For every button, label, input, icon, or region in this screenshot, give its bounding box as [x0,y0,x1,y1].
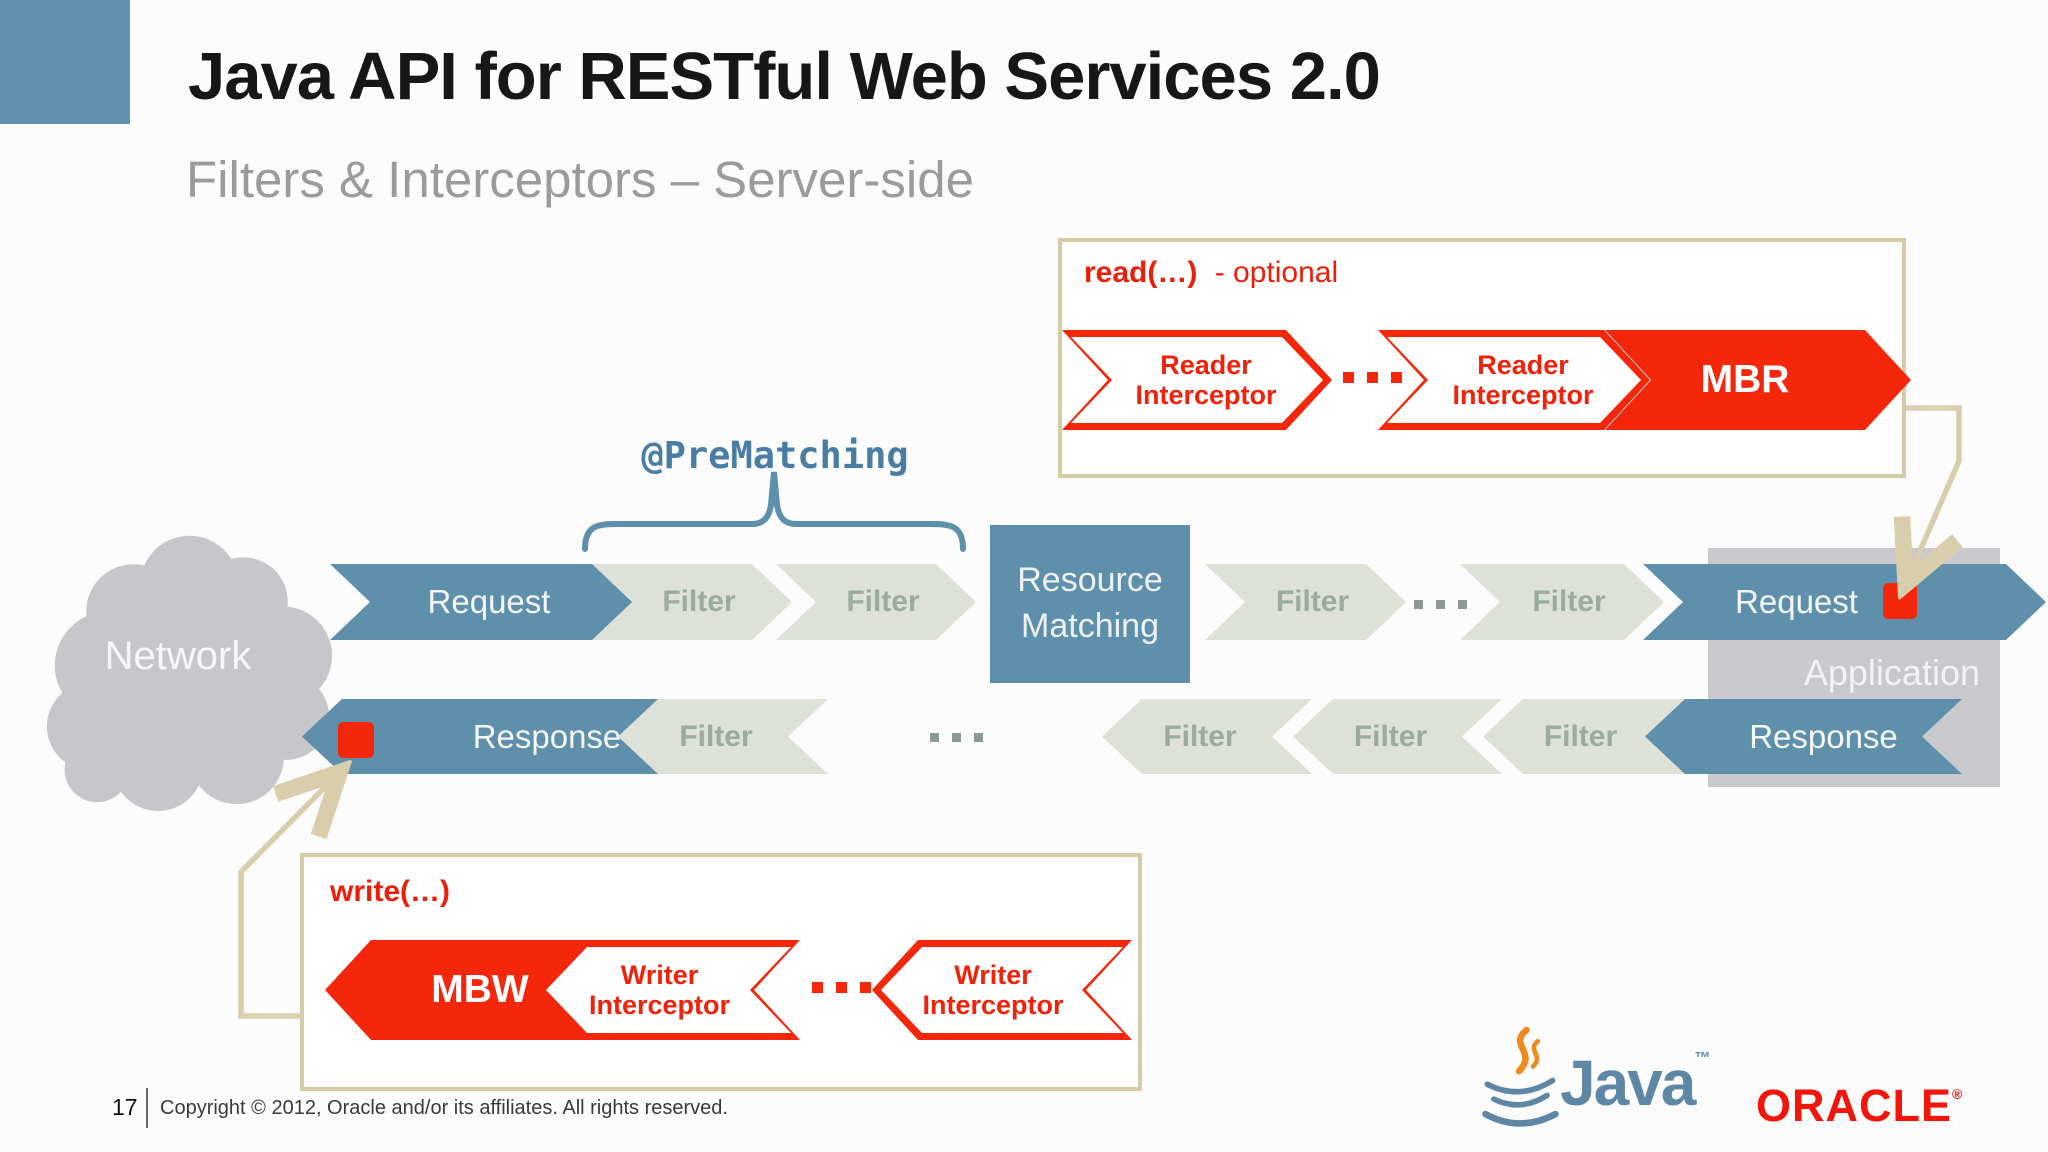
filter-label: Filter [1353,719,1428,753]
resource-matching-box: Resource Matching [990,525,1190,683]
ellipsis-icon [1343,372,1402,383]
slide-subtitle: Filters & Interceptors – Server-side [186,151,974,208]
filter-arrow: Filter [1102,699,1312,774]
filter-label: Filter [1532,585,1606,618]
network-label: Network [104,634,252,678]
mbr-label: MBR [1700,358,1790,401]
slide-title: Java API for RESTful Web Services 2.0 [188,39,1381,114]
reader-interceptor-line1: Reader [1477,349,1569,380]
filter-arrow: Filter [776,564,976,640]
copyright-text: Copyright © 2012, Oracle and/or its affi… [160,1097,728,1119]
filter-arrow: Filter [618,699,828,774]
prematching-brace [582,471,966,552]
read-callout-title: read(…) - optional [1084,256,1338,290]
mbw-label: MBW [431,968,529,1011]
prematching-label: @PreMatching [641,434,909,477]
filter-label: Filter [662,585,736,618]
filter-arrow: Filter [1460,564,1664,640]
ellipsis-icon [1414,600,1467,609]
java-trademark: ™ [1694,1050,1711,1067]
oracle-logo-text: ORACLE [1756,1080,1952,1131]
ellipsis-icon [930,733,983,742]
footer-divider [146,1088,148,1128]
request-arrow-incoming: Request [330,564,634,640]
java-wordmark: Java™ [1560,1046,1710,1120]
writer-interceptor-arrow: Writer Interceptor [537,940,800,1040]
writer-interceptor-line1: Writer [620,959,699,990]
response-entity-marker [338,722,374,758]
writer-interceptor-line2: Interceptor [588,990,731,1020]
reader-interceptor-arrow: Reader Interceptor [1062,330,1332,430]
writer-interceptor-line1: Writer [954,959,1032,990]
accent-square [0,0,130,124]
reader-interceptor-line2: Interceptor [1452,380,1594,410]
filter-label: Filter [679,719,753,753]
read-method-label: read(…) [1084,256,1198,289]
write-callout-title: write(…) [330,875,450,909]
filter-arrow: Filter [1205,564,1406,640]
write-method-label: write(…) [330,875,450,908]
filter-label: Filter [846,585,920,618]
java-wordmark-text: Java [1560,1047,1696,1119]
response-label: Response [1749,717,1898,755]
response-arrow-from-application: Response [1645,699,1962,774]
request-arrow-to-application: Request [1643,564,2046,640]
ellipsis-icon [812,982,871,993]
reader-interceptor-line2: Interceptor [1135,380,1277,410]
java-logo-icon [1482,1026,1559,1127]
filter-label: Filter [1163,719,1237,753]
response-label: Response [472,717,622,755]
reader-interceptor-line1: Reader [1160,349,1252,380]
filter-label: Filter [1543,719,1618,753]
page-number: 17 [112,1094,138,1120]
oracle-registered-mark: ® [1952,1086,1964,1102]
network-cloud-icon [46,535,333,812]
writer-interceptor-line2: Interceptor [922,990,1064,1020]
resource-matching-label: Resource Matching [1017,561,1163,645]
reader-interceptor-arrow: Reader Interceptor [1378,330,1650,430]
request-entity-marker [1883,583,1917,619]
mbr-arrow: MBR [1605,330,1911,430]
request-label: Request [1735,583,1858,620]
filter-arrow: Filter [1293,699,1502,774]
oracle-logo: ORACLE® [1756,1080,1963,1132]
application-label: Application [1803,652,1980,693]
read-optional-label: - optional [1214,256,1339,289]
filter-label: Filter [1275,585,1350,618]
request-label: Request [427,583,551,620]
